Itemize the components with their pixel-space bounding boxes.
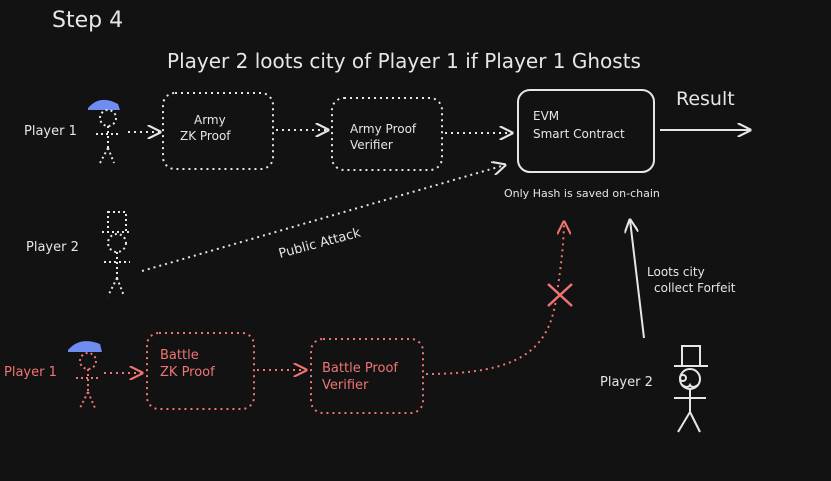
loots-line2: collect Forfeit xyxy=(654,281,736,295)
battle-verifier-line1: Battle Proof xyxy=(322,361,398,376)
top-hat-icon xyxy=(102,211,132,233)
arrow-battle-verifier-to-evm xyxy=(425,222,564,375)
army-zk-line2: ZK Proof xyxy=(180,129,231,143)
player2-mid-figure xyxy=(102,211,132,297)
army-verifier-line1: Army Proof xyxy=(350,122,417,136)
mustache-icon xyxy=(681,382,699,388)
blue-cap-icon xyxy=(88,99,120,110)
player1-top-figure xyxy=(88,99,120,164)
evm-line2: Smart Contract xyxy=(533,127,625,141)
army-verifier-line2: Verifier xyxy=(350,138,393,152)
loots-line1: Loots city xyxy=(647,265,705,279)
battle-verifier-line2: Verifier xyxy=(322,378,369,393)
top-hat-icon-bottom xyxy=(674,345,708,367)
battle-verifier-box xyxy=(310,338,424,414)
army-zk-line1: Army xyxy=(194,113,226,127)
hash-note: Only Hash is saved on-chain xyxy=(504,187,660,200)
result-label: Result xyxy=(676,88,735,110)
arrow-loots-city xyxy=(630,220,645,339)
diagram-title: Player 2 loots city of Player 1 if Playe… xyxy=(167,49,641,73)
evm-line1: EVM xyxy=(533,109,559,123)
monocle-icon xyxy=(679,374,687,382)
evm-smart-contract-box xyxy=(517,89,655,173)
public-attack-label: Public Attack xyxy=(277,225,363,261)
player2-mid-label: Player 2 xyxy=(26,240,79,255)
player2-bottom-figure xyxy=(674,345,708,433)
step-label: Step 4 xyxy=(52,8,123,33)
blocked-x-icon xyxy=(547,283,573,307)
player1-bottom-label: Player 1 xyxy=(4,365,57,380)
player2-bottom-label: Player 2 xyxy=(600,375,653,390)
battle-zk-proof-box xyxy=(146,332,255,410)
battle-zk-line1: Battle xyxy=(160,348,199,363)
arrow-public-attack xyxy=(141,165,505,272)
player1-bottom-figure xyxy=(68,341,102,409)
battle-zk-line2: ZK Proof xyxy=(160,365,215,380)
blue-cap-icon-bottom xyxy=(68,341,102,352)
player1-top-label: Player 1 xyxy=(24,124,77,139)
army-verifier-box xyxy=(331,97,443,171)
army-zk-proof-box xyxy=(162,92,274,170)
